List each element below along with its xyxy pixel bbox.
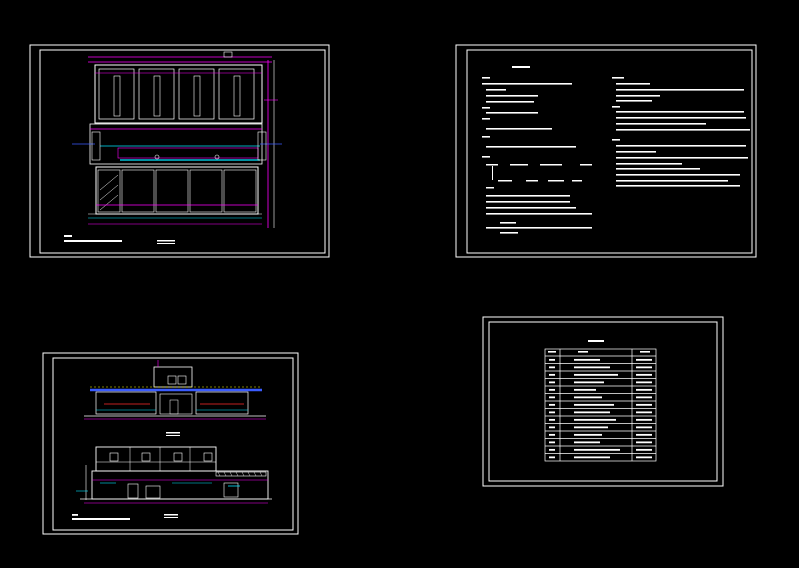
table-cell-number [549, 411, 555, 414]
table-cell-title [574, 403, 614, 406]
table-cell-title [574, 441, 600, 444]
sheet-notes-inner-border [466, 49, 753, 254]
sheet-sections[interactable] [42, 352, 299, 535]
table-row [545, 411, 656, 417]
table-header-cell [578, 351, 588, 353]
table-cell-sheet [636, 456, 652, 459]
table-cell-sheet [636, 441, 652, 444]
sheet-sections-outer-border [42, 352, 299, 535]
table-cell-sheet [636, 396, 652, 399]
sheet-schedule-outer-border [482, 316, 724, 487]
table-cell-number [549, 373, 555, 376]
table-rows [545, 351, 656, 459]
table-cell-title [574, 358, 600, 361]
table-cell-sheet [636, 381, 652, 384]
sheet-plan[interactable] [29, 44, 330, 258]
table-cell-title [574, 433, 602, 436]
table-cell-number [549, 403, 555, 406]
table-cell-sheet [636, 403, 652, 406]
table-row [545, 366, 656, 372]
table-cell-title [574, 456, 610, 459]
table-cell-title [574, 366, 610, 369]
table-cell-number [549, 456, 555, 459]
table-cell-number [549, 358, 555, 361]
table-row [545, 418, 656, 424]
table-row [545, 403, 656, 409]
table-cell-number [549, 418, 555, 421]
table-cell-title [574, 418, 616, 421]
table-cell-sheet [636, 426, 652, 429]
sheet-schedule[interactable] [482, 316, 724, 487]
table-cell-number [549, 433, 555, 436]
table-row [545, 448, 656, 454]
table-cell-sheet [636, 418, 652, 421]
table-cell-number [549, 426, 555, 429]
sheet-plan-inner-border [39, 49, 326, 254]
table-title [588, 340, 604, 342]
table-row [545, 381, 656, 387]
table-cell-number [549, 388, 555, 391]
table-cell-sheet [636, 366, 652, 369]
table-cell-title [574, 448, 620, 451]
sheet-sections-inner-border [52, 357, 294, 531]
table-row [545, 358, 656, 364]
table-cell-title [574, 388, 596, 391]
table-cell-title [574, 373, 618, 376]
table-row [545, 388, 656, 394]
sheet-schedule-inner-border [488, 321, 718, 482]
table-cell-sheet [636, 358, 652, 361]
table-row [545, 426, 656, 432]
table-cell-title [574, 411, 610, 414]
table-header-cell [640, 351, 650, 353]
table-row [545, 441, 656, 447]
section-drawing [72, 360, 272, 520]
sheet-notes[interactable] [455, 44, 757, 258]
table-cell-title [574, 381, 604, 384]
table-header-cell [548, 351, 556, 353]
notes-text-block [482, 66, 750, 234]
table-row [545, 373, 656, 379]
sheet-notes-outer-border [455, 44, 757, 258]
table-row [549, 456, 652, 459]
sheet-plan-outer-border [29, 44, 330, 258]
table-row [545, 433, 656, 439]
table-row [545, 396, 656, 402]
drawing-index-table [544, 340, 657, 462]
table-cell-title [574, 396, 602, 399]
table-cell-sheet [636, 373, 652, 376]
table-cell-sheet [636, 433, 652, 436]
table-cell-number [549, 396, 555, 399]
table-cell-number [549, 381, 555, 384]
table-cell-number [549, 441, 555, 444]
plan-drawing [64, 51, 282, 244]
table-cell-number [549, 366, 555, 369]
table-cell-sheet [636, 448, 652, 451]
table-cell-title [574, 426, 608, 429]
table-cell-sheet [636, 388, 652, 391]
table-cell-sheet [636, 411, 652, 414]
table-cell-number [549, 448, 555, 451]
